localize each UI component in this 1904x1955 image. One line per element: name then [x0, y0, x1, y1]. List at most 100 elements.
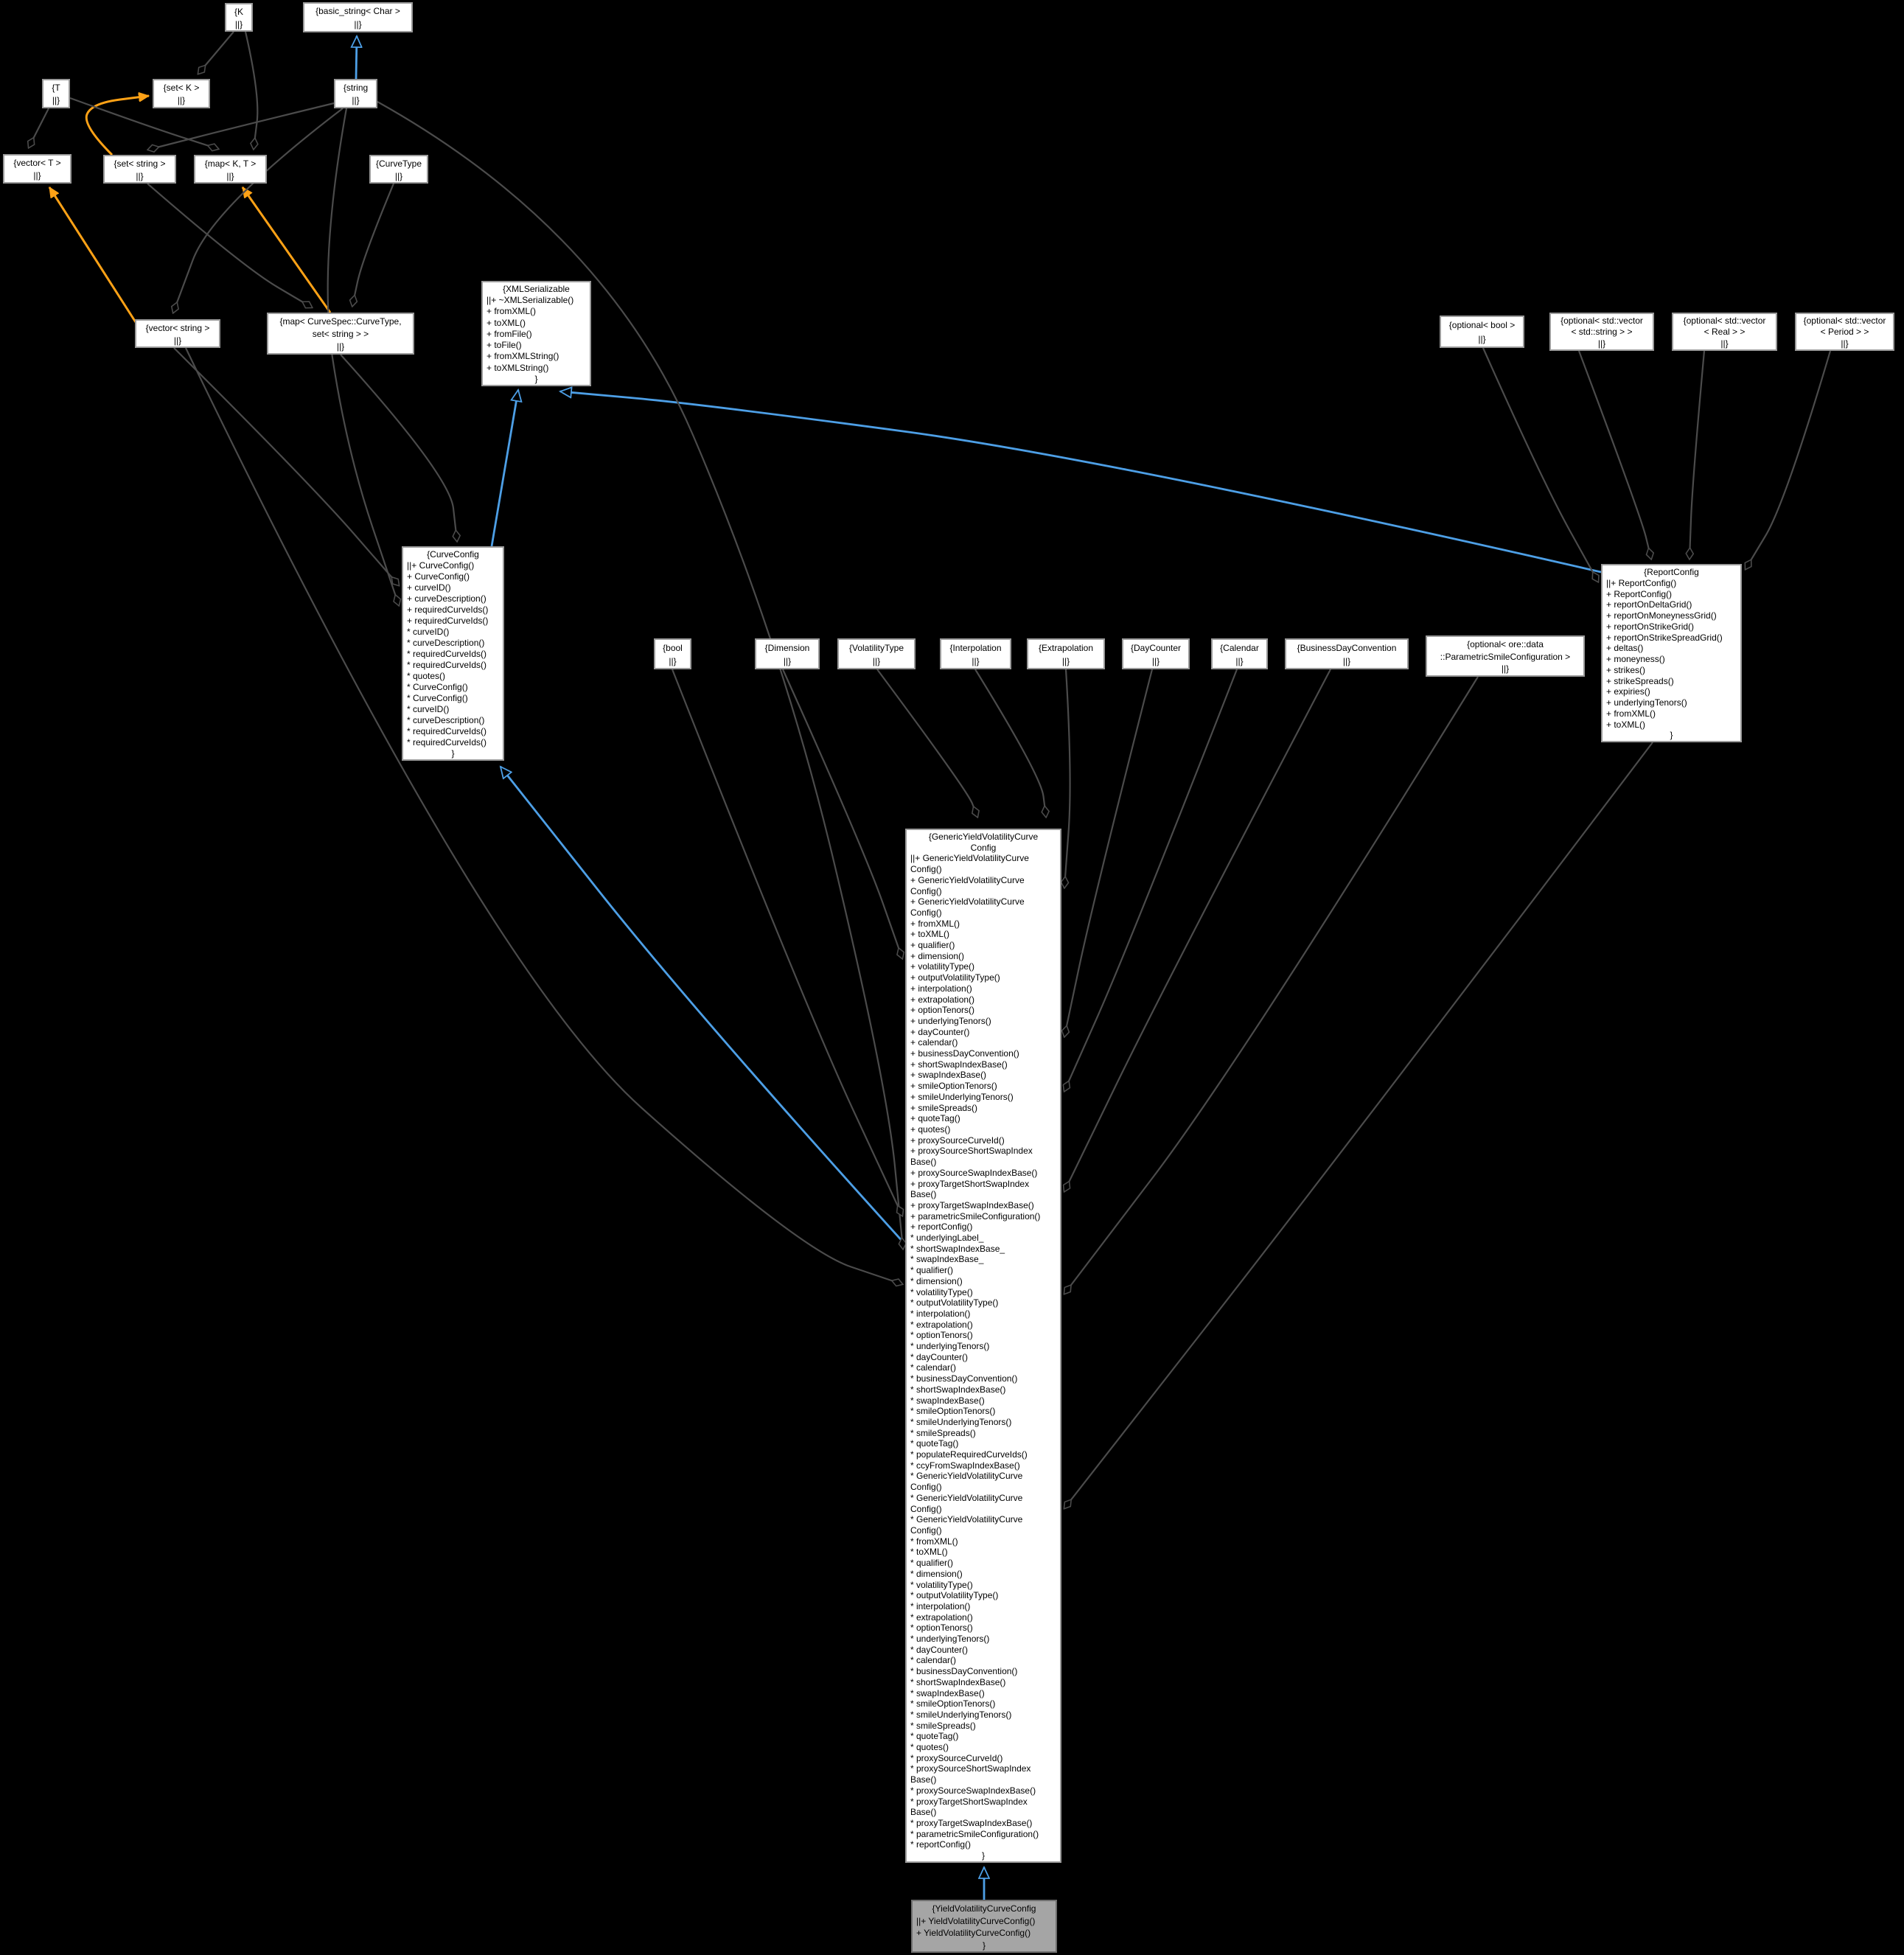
class-node-line: * qualifier()	[910, 1265, 954, 1276]
class-node-bool[interactable]: {bool||}	[654, 638, 691, 669]
edge-aggregate-opt_parametric-to-generic	[1064, 676, 1479, 1294]
class-node-line: * volatilityType()	[910, 1579, 973, 1590]
class-node-line: ||}	[1061, 656, 1070, 666]
class-node-line: + moneyness()	[1606, 654, 1665, 664]
class-node-line: + smileUnderlyingTenors()	[910, 1091, 1014, 1102]
class-node-line: + proxySourceSwapIndexBase()	[910, 1167, 1038, 1178]
class-node-line: + dimension()	[910, 950, 965, 961]
class-node-line: }	[982, 1940, 986, 1951]
class-node-line: * smileSpreads()	[910, 1720, 976, 1731]
class-node-line: + reportOnMoneynessGrid()	[1606, 610, 1717, 621]
class-node-line: {map< K, T >	[204, 158, 257, 169]
class-node-line: * underlyingTenors()	[910, 1341, 990, 1352]
class-node-line: + toXMLString()	[487, 362, 549, 373]
class-node-t[interactable]: {T||}	[42, 79, 70, 108]
class-node-line: * smileOptionTenors()	[910, 1698, 996, 1710]
class-node-curvetype[interactable]: {CurveType||}	[369, 155, 428, 184]
class-node-line: + fromXMLString()	[487, 351, 559, 362]
class-node-curveconfig[interactable]: {CurveConfig||+ CurveConfig()+ CurveConf…	[402, 546, 504, 761]
class-node-line: + smileOptionTenors()	[910, 1081, 997, 1092]
class-node-line: {CurveConfig	[427, 549, 479, 560]
class-node-line: }	[451, 748, 455, 759]
class-node-line: {set< K >	[163, 83, 200, 93]
class-node-line: + shortSwapIndexBase()	[910, 1059, 1008, 1070]
class-node-vector_string[interactable]: {vector< string >||}	[135, 319, 220, 348]
class-node-line: + calendar()	[910, 1037, 958, 1048]
edge-inherit-curveconfig-to-xmlserializable	[490, 390, 518, 547]
class-node-line: * quoteTag()	[910, 1438, 959, 1449]
class-node-dimension[interactable]: {Dimension||}	[755, 638, 820, 669]
class-node-line: + toXML()	[487, 317, 526, 328]
class-node-line: * GenericYieldVolatilityCurve	[910, 1492, 1023, 1503]
class-node-line: + ReportConfig()	[1606, 588, 1673, 599]
class-node-line: Base()	[910, 1774, 937, 1785]
class-node-line: + quotes()	[910, 1123, 951, 1135]
class-node-line: + toFile()	[487, 340, 522, 351]
class-node-businessdayconvention[interactable]: {BusinessDayConvention||}	[1285, 638, 1409, 669]
class-node-calendar[interactable]: {Calendar||}	[1211, 638, 1268, 669]
class-node-line: * smileUnderlyingTenors()	[910, 1709, 1012, 1720]
class-node-vector_t[interactable]: {vector< T >||}	[3, 154, 72, 184]
class-node-basic_string[interactable]: {basic_string< Char >||}	[303, 2, 413, 32]
class-node-line: * quoteTag()	[910, 1731, 959, 1742]
class-node-line: * fromXML()	[910, 1536, 958, 1547]
class-node-line: + fromXML()	[1606, 708, 1656, 719]
class-node-line: + businessDayConvention()	[910, 1048, 1019, 1059]
class-node-line: {optional< std::vector	[1803, 316, 1886, 326]
class-node-line: * proxyTargetShortSwapIndex	[910, 1796, 1028, 1807]
edge-template-map_curvespec-to-map_kt	[241, 187, 332, 313]
class-node-line: * qualifier()	[910, 1558, 954, 1569]
class-node-line: * curveDescription()	[407, 715, 485, 725]
class-node-opt_vec_string[interactable]: {optional< std::vector< std::string > >|…	[1549, 313, 1654, 351]
edge-aggregate-set_string-to-map_curvespec	[147, 183, 312, 307]
class-node-line: * GenericYieldVolatilityCurve	[910, 1514, 1023, 1525]
class-node-xmlserializable[interactable]: {XMLSerializable||+ ~XMLSerializable()+ …	[481, 281, 591, 386]
class-node-opt_vec_real[interactable]: {optional< std::vector< Real > >||}	[1672, 313, 1777, 351]
edge-aggregate-string-to-vector_string	[173, 108, 344, 313]
class-node-line: + qualifier()	[910, 940, 955, 951]
class-node-line: {map< CurveSpec::CurveType,	[279, 316, 402, 327]
class-node-line: Config()	[910, 1525, 942, 1536]
class-node-line: ||}	[1342, 656, 1351, 666]
class-node-opt_bool[interactable]: {optional< bool >||}	[1440, 316, 1524, 348]
class-node-set_string[interactable]: {set< string >||}	[103, 155, 176, 184]
class-node-line: * shortSwapIndexBase()	[910, 1676, 1006, 1687]
class-node-line: * interpolation()	[910, 1308, 971, 1319]
edge-aggregate-map_curvespec-to-curveconfig	[340, 354, 457, 541]
edge-aggregate-opt_vec_period-to-reportconfig	[1746, 350, 1832, 569]
class-node-line: ||}	[669, 656, 677, 666]
class-node-map_kt[interactable]: {map< K, T >||}	[194, 155, 267, 184]
edge-aggregate-vector_string-to-generic	[185, 347, 902, 1284]
class-node-line: + toXML()	[1606, 719, 1646, 730]
class-node-yield[interactable]: {YieldVolatilityCurveConfig||+ YieldVola…	[911, 1900, 1057, 1953]
class-node-line: + optionTenors()	[910, 1005, 975, 1016]
class-node-line: * proxySourceCurveId()	[910, 1752, 1003, 1763]
class-node-line: * volatilityType()	[910, 1286, 973, 1297]
class-node-extrapolation[interactable]: {Extrapolation||}	[1027, 638, 1105, 669]
class-node-set_k[interactable]: {set< K >||}	[153, 79, 210, 108]
class-node-line: ||}	[394, 170, 403, 181]
class-node-interpolation[interactable]: {Interpolation||}	[940, 638, 1011, 669]
class-node-line: {optional< std::vector	[1560, 316, 1643, 326]
class-node-k[interactable]: {K||}	[225, 3, 253, 32]
class-node-line: + curveID()	[407, 582, 451, 593]
class-node-map_curvespec[interactable]: {map< CurveSpec::CurveType,set< string >…	[267, 313, 414, 355]
class-node-opt_vec_period[interactable]: {optional< std::vector< Period > >||}	[1795, 313, 1894, 351]
edge-inherit-reportconfig-to-xmlserializable	[560, 391, 1602, 574]
class-node-daycounter[interactable]: {DayCounter||}	[1122, 638, 1190, 669]
class-node-reportconfig[interactable]: {ReportConfig||+ ReportConfig()+ ReportC…	[1601, 564, 1742, 742]
class-node-line: Config()	[910, 1503, 942, 1514]
class-node-string[interactable]: {string||}	[334, 79, 377, 108]
class-node-line: ||}	[972, 656, 980, 666]
edge-inherit-string-to-basic_string	[356, 36, 357, 80]
class-node-opt_parametric[interactable]: {optional< ore::data::ParametricSmileCon…	[1426, 635, 1585, 677]
class-node-line: ||}	[783, 656, 792, 666]
class-node-line: + underlyingTenors()	[910, 1015, 991, 1026]
class-node-line: + volatilityType()	[910, 961, 975, 972]
class-node-line: {YieldVolatilityCurveConfig	[932, 1903, 1036, 1914]
class-node-line: {Calendar	[1220, 643, 1259, 653]
class-node-volatilitytype[interactable]: {VolatilityType||}	[837, 638, 916, 669]
class-node-line: * parametricSmileConfiguration()	[910, 1828, 1039, 1839]
class-node-line: + reportOnStrikeSpreadGrid()	[1606, 632, 1723, 643]
